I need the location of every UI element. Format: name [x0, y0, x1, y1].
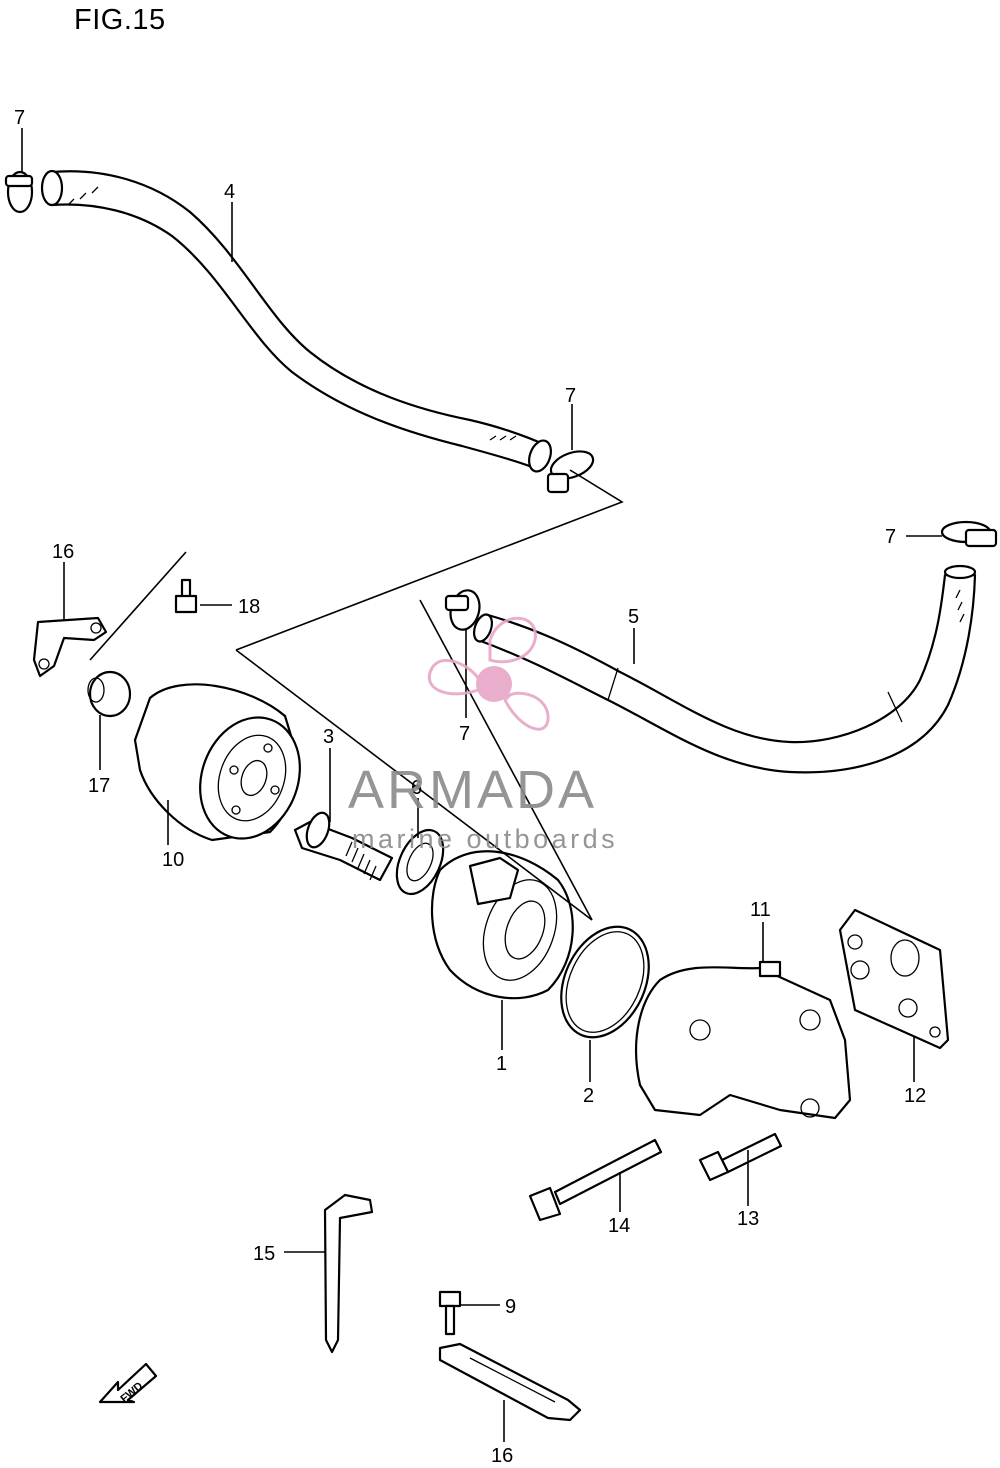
bracket-16	[32, 616, 108, 678]
callout-7d: 7	[459, 723, 470, 745]
hose-clamp-7d	[444, 589, 481, 631]
callout-11: 12	[904, 1085, 926, 1107]
callout-2: 2	[583, 1085, 594, 1107]
bracket-14	[323, 1193, 374, 1354]
callout-13: 14	[608, 1215, 630, 1237]
hose-5	[472, 564, 977, 774]
callout-7c: 7	[885, 526, 896, 548]
callout-18: 18	[238, 596, 260, 618]
hose-clamp-7a	[4, 170, 34, 214]
hose-4	[40, 169, 552, 473]
callout-7b: 7	[565, 385, 576, 407]
callout-4: 4	[224, 181, 235, 203]
cover-10	[634, 960, 852, 1120]
bolt-8	[438, 1290, 462, 1336]
callout-9: 10	[162, 849, 184, 871]
gasket-11	[838, 908, 950, 1050]
watermark-tagline: marine outboards	[352, 824, 618, 854]
callout-6: 6	[411, 777, 422, 799]
oil-filter-9	[133, 683, 301, 842]
callout-17: 17	[88, 775, 110, 797]
bolt-12	[698, 1132, 783, 1182]
hose-clamp-7c	[940, 520, 998, 548]
o-ring-2	[560, 925, 650, 1039]
callout-15: 16	[491, 1445, 513, 1467]
reference-lines	[89, 469, 624, 921]
leader-lines	[21, 128, 942, 1442]
callout-5: 5	[628, 606, 639, 628]
propeller-icon	[427, 616, 550, 731]
callout-1: 1	[496, 1053, 507, 1075]
union-bolt-3	[293, 811, 394, 882]
bolt-18	[174, 578, 198, 614]
callout-labels: 7 4 7 16 18 7 5 7 3 17 6 10 11 1 2 12 13…	[14, 107, 926, 1467]
fwd-direction-marker: FWD	[98, 1362, 158, 1405]
cap-17	[87, 670, 132, 718]
callout-8: 9	[505, 1296, 516, 1318]
washer-6	[395, 828, 445, 896]
callout-7a: 7	[14, 107, 25, 129]
watermark: ARMADA marine outboards	[348, 616, 618, 854]
hose-clamp-7b	[546, 450, 595, 494]
callout-14: 15	[253, 1243, 275, 1265]
callout-16: 16	[52, 541, 74, 563]
watermark-brand: ARMADA	[348, 760, 597, 820]
figure-title: FIG.15	[74, 4, 166, 36]
callout-10: 11	[750, 899, 771, 921]
callout-3: 3	[323, 726, 334, 748]
bolt-13	[528, 1138, 663, 1222]
oil-cooler-housing-1	[430, 850, 574, 1000]
bracket-15	[438, 1342, 582, 1422]
callout-12: 13	[737, 1208, 759, 1230]
